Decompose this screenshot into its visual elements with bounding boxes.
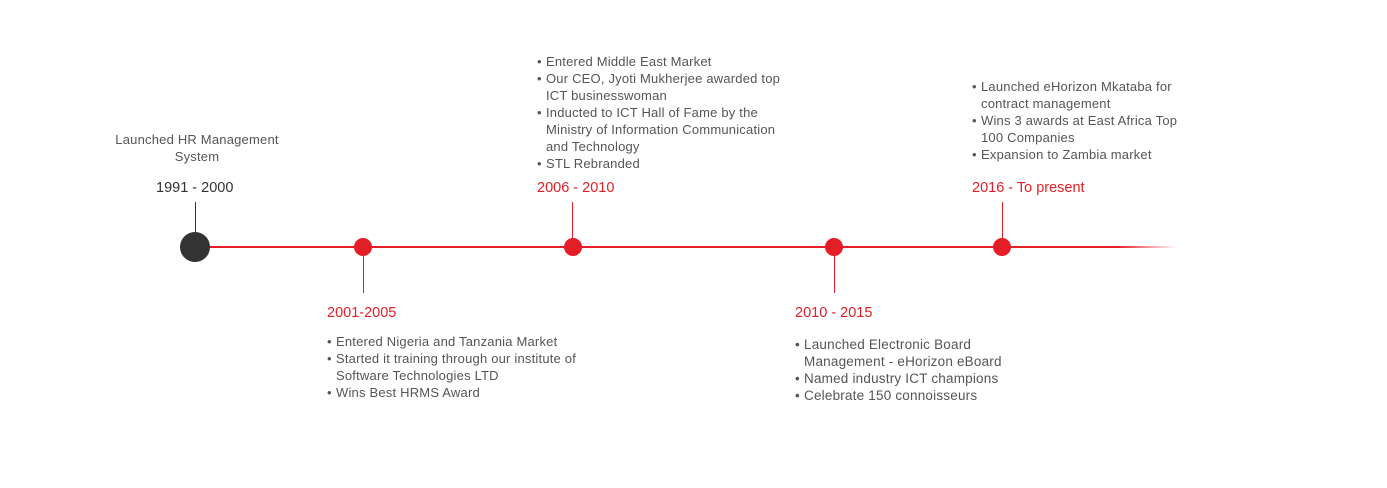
event-item: Entered Middle East Market [537, 53, 780, 70]
milestone-connector [363, 256, 364, 293]
event-text: Started it training through our institut… [336, 351, 577, 366]
event-list-2001-2005: Entered Nigeria and Tanzania Market Star… [327, 333, 576, 401]
caption-line: System [174, 149, 220, 164]
event-text: Launched eHorizon Mkataba for [981, 79, 1172, 94]
event-item: Inducted to ICT Hall of Fame by the Mini… [537, 104, 780, 155]
event-text: 100 Companies [981, 130, 1075, 145]
event-text: Management - eHorizon eBoard [804, 354, 1002, 369]
event-list-2006-2010: Entered Middle East Market Our CEO, Jyot… [537, 53, 780, 172]
event-text: Software Technologies LTD [336, 368, 499, 383]
milestone-dot-2016-present [993, 238, 1011, 256]
caption-line: Launched HR Management [115, 132, 279, 147]
event-item: Entered Nigeria and Tanzania Market [327, 333, 576, 350]
milestone-connector [195, 202, 196, 232]
event-item: STL Rebranded [537, 155, 780, 172]
event-text: Our CEO, Jyoti Mukherjee awarded top [546, 71, 781, 86]
event-item: Expansion to Zambia market [972, 146, 1177, 163]
event-item: Started it training through our institut… [327, 350, 576, 384]
event-item: Celebrate 150 connoisseurs [795, 387, 1002, 404]
event-item: Launched Electronic Board Management - e… [795, 336, 1002, 370]
event-text: Celebrate 150 connoisseurs [804, 388, 978, 403]
milestone-dot-2010-2015 [825, 238, 843, 256]
event-text: Inducted to ICT Hall of Fame by the [546, 105, 758, 120]
event-item: Wins Best HRMS Award [327, 384, 576, 401]
event-text: Launched Electronic Board [804, 337, 972, 352]
period-label-2016-present: 2016 - To present [972, 180, 1085, 196]
event-list-2010-2015: Launched Electronic Board Management - e… [795, 336, 1002, 404]
event-item: Our CEO, Jyoti Mukherjee awarded top ICT… [537, 70, 780, 104]
event-text: Entered Nigeria and Tanzania Market [336, 334, 558, 349]
milestone-dot-2001-2005 [354, 238, 372, 256]
event-text: Wins Best HRMS Award [336, 385, 480, 400]
event-text: and Technology [546, 139, 640, 154]
event-text: STL Rebranded [546, 156, 640, 171]
event-text: ICT businesswoman [546, 88, 667, 103]
timeline-axis [196, 246, 1176, 248]
event-list-2016-present: Launched eHorizon Mkataba for contract m… [972, 78, 1177, 163]
event-text: Entered Middle East Market [546, 54, 712, 69]
event-item: Launched eHorizon Mkataba for contract m… [972, 78, 1177, 112]
event-text: Ministry of Information Communication [546, 122, 776, 137]
event-text: Expansion to Zambia market [981, 147, 1152, 162]
milestone-caption: Launched HR Management System [92, 131, 302, 165]
event-text: contract management [981, 96, 1111, 111]
event-item: Wins 3 awards at East Africa Top 100 Com… [972, 112, 1177, 146]
milestone-dot-2006-2010 [564, 238, 582, 256]
period-label-2006-2010: 2006 - 2010 [537, 180, 615, 196]
event-text: Wins 3 awards at East Africa Top [981, 113, 1178, 128]
milestone-connector [572, 202, 573, 238]
milestone-connector [1002, 202, 1003, 238]
period-label-2001-2005: 2001-2005 [327, 305, 397, 321]
milestone-connector [834, 256, 835, 293]
event-text: Named industry ICT champions [804, 371, 999, 386]
period-label-2010-2015: 2010 - 2015 [795, 305, 873, 321]
event-item: Named industry ICT champions [795, 370, 1002, 387]
period-label-1991-2000: 1991 - 2000 [156, 180, 234, 196]
milestone-dot-start [180, 232, 210, 262]
